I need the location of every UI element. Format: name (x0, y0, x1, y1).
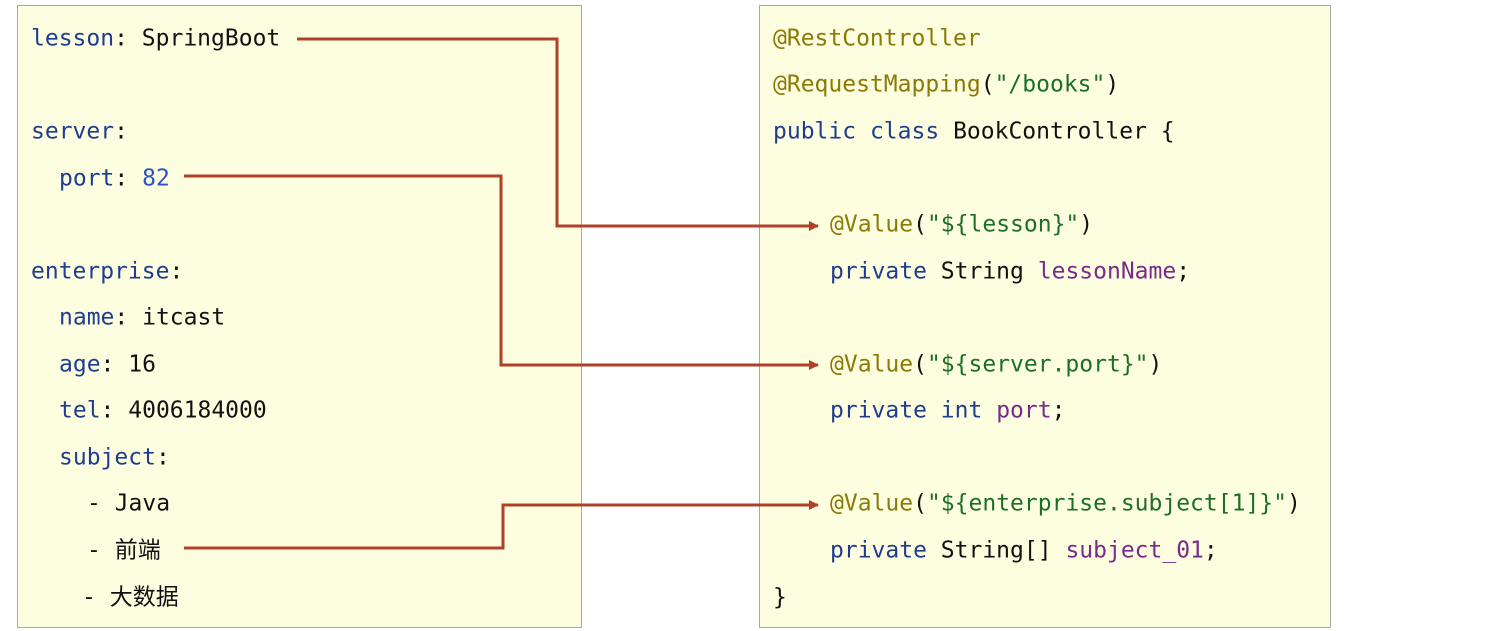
yaml-subject-bigdata: 大数据 (109, 584, 179, 611)
mapping-path-string: "/books" (994, 71, 1106, 98)
yaml-line-server: server: (31, 118, 128, 145)
field-name-port: port (996, 397, 1052, 424)
open-brace: { (1160, 118, 1175, 145)
yaml-key-lesson: lesson (31, 25, 115, 52)
java-line-field-subject: private String[] subject_01; (830, 537, 1218, 564)
value-annotation: @Value (830, 211, 914, 238)
java-line-rest-controller: @RestController (773, 25, 981, 52)
yaml-value-lesson: SpringBoot (141, 25, 281, 52)
yaml-value-port: 82 (142, 165, 170, 192)
value-expression-subject: "${enterprise.subject[1]}" (926, 490, 1287, 517)
value-expression-lesson: "${lesson}" (926, 211, 1080, 238)
yaml-line-age: age: 16 (59, 351, 156, 378)
yaml-key-subject: subject (59, 444, 156, 471)
java-code-panel: @RestController @RequestMapping("/books"… (759, 5, 1331, 628)
value-expression-port: "${server.port}" (926, 351, 1149, 378)
arrow-port-to-value (184, 174, 819, 370)
yaml-line-tel: tel: 4006184000 (59, 397, 267, 424)
field-type: String (940, 258, 1024, 285)
value-annotation: @Value (830, 490, 914, 517)
yaml-value-age: 16 (128, 351, 156, 378)
yaml-line-lesson: lesson: SpringBoot (31, 25, 281, 52)
private-keyword: private (830, 258, 927, 285)
field-name-lesson: lessonName (1037, 258, 1177, 285)
yaml-config-panel: lesson: SpringBoot server: port: 82 ente… (17, 5, 582, 628)
yaml-key-age: age (59, 351, 101, 378)
java-line-field-port: private int port; (830, 397, 1066, 424)
yaml-key-server: server (31, 118, 115, 145)
yaml-key-port: port (59, 165, 115, 192)
yaml-key-name: name (59, 304, 115, 331)
java-line-class-declaration: public class BookController { (773, 118, 1175, 145)
java-line-field-lesson: private String lessonName; (830, 258, 1191, 285)
yaml-list-item: - Java (87, 490, 171, 517)
yaml-line-enterprise: enterprise: (31, 258, 184, 285)
yaml-line-subject: subject: (59, 444, 170, 471)
field-type: String[] (940, 537, 1052, 564)
yaml-list-item: - 大数据 (82, 584, 179, 611)
request-mapping-annotation: @RequestMapping (773, 71, 981, 98)
private-keyword: private (830, 537, 927, 564)
arrow-subject-to-value (184, 500, 819, 550)
yaml-line-port: port: 82 (59, 165, 170, 192)
java-line-value-subject: @Value("${enterprise.subject[1]}") (830, 490, 1301, 517)
yaml-value-tel: 4006184000 (128, 397, 267, 424)
yaml-line-name: name: itcast (59, 304, 226, 331)
yaml-list-item: - 前端 (87, 537, 161, 564)
rest-controller-annotation: @RestController (773, 25, 981, 52)
field-name-subject: subject_01 (1065, 537, 1204, 564)
java-line-value-port: @Value("${server.port}") (830, 351, 1163, 378)
yaml-subject-frontend: 前端 (114, 537, 161, 564)
java-line-close-brace: } (773, 584, 787, 611)
java-line-value-lesson: @Value("${lesson}") (830, 211, 1094, 238)
public-keyword: public (773, 118, 857, 145)
class-name: BookController (953, 118, 1147, 145)
class-keyword: class (869, 118, 940, 145)
yaml-key-enterprise: enterprise (31, 258, 170, 285)
close-brace: } (773, 584, 787, 611)
yaml-key-tel: tel (59, 397, 101, 424)
java-line-request-mapping: @RequestMapping("/books") (773, 71, 1120, 98)
value-annotation: @Value (830, 351, 914, 378)
field-type: int (940, 397, 983, 424)
yaml-value-name: itcast (142, 304, 226, 331)
yaml-subject-java: Java (114, 490, 171, 517)
private-keyword: private (830, 397, 927, 424)
arrow-lesson-to-value (297, 37, 819, 231)
